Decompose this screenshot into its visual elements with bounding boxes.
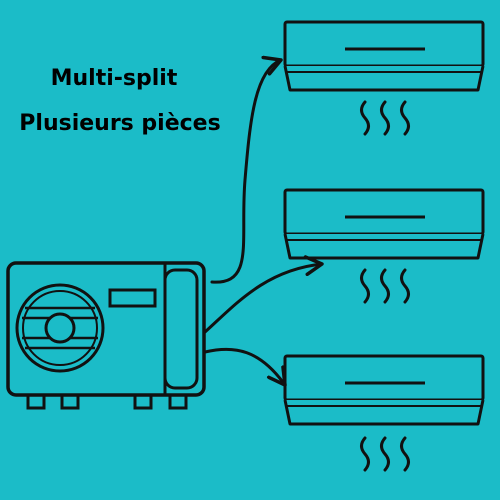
- indoor-unit-top: [283, 20, 485, 136]
- title-line-1: Multi-split: [50, 66, 178, 91]
- title-line-2: Plusieurs pièces: [19, 111, 221, 136]
- connection-arrow-middle: [203, 255, 324, 334]
- connection-arrow-top: [210, 55, 283, 284]
- outdoor-unit: [6, 261, 206, 410]
- indoor-unit-bottom: [283, 354, 485, 472]
- airflow-icon: [360, 268, 410, 304]
- airflow-icon: [360, 100, 410, 136]
- airflow-icon: [360, 436, 410, 472]
- connection-arrow-bottom: [203, 347, 287, 387]
- indoor-unit-middle: [283, 188, 485, 304]
- fan-icon: [15, 283, 105, 373]
